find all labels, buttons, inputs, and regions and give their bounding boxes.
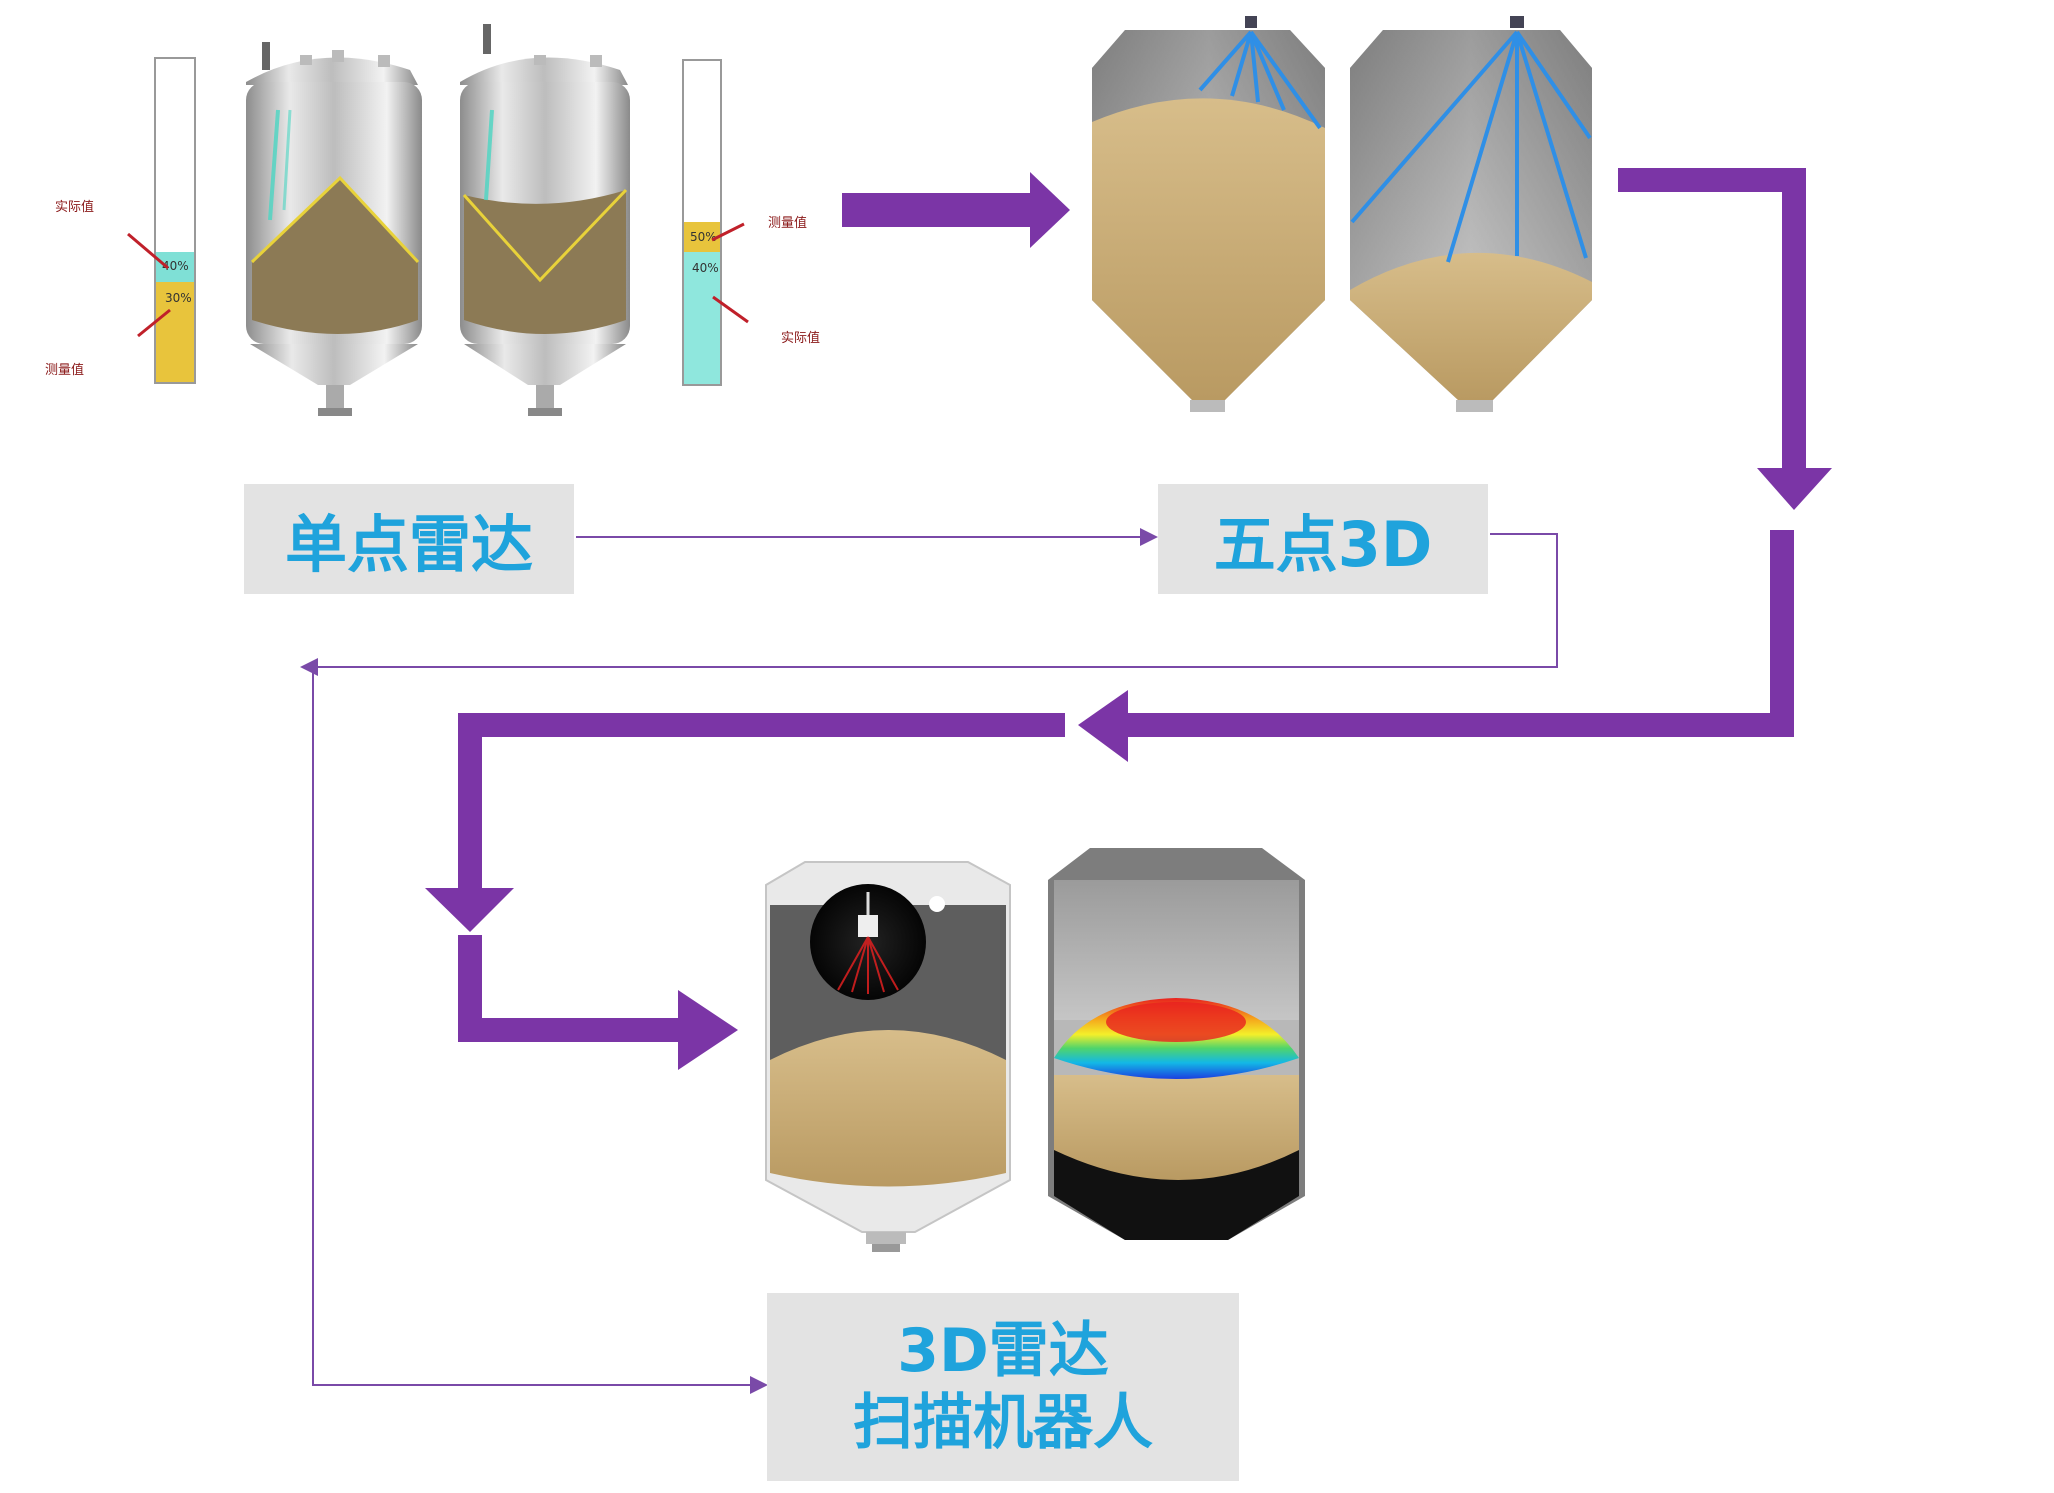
gauge-right-actual-value: 40% xyxy=(692,261,719,275)
scanner-laser-beams xyxy=(837,936,899,994)
gauge-left-measured-pointer xyxy=(137,308,171,338)
dark-silo-heatmap xyxy=(1048,848,1305,1240)
gauge-right-measured-value: 50% xyxy=(690,230,717,244)
gauge-left-actual-band xyxy=(156,252,194,282)
arrow-right-return xyxy=(1078,530,1794,762)
grey-silo-low xyxy=(1350,16,1592,412)
label-3d-radar-line2: 扫描机器人 xyxy=(853,1388,1153,1458)
arrow-left-down xyxy=(425,713,1065,932)
gauge-left-actual-label: 实际值 xyxy=(55,199,94,215)
gauge-left-measured-value: 30% xyxy=(165,291,192,305)
arrow-stage1-to-stage2 xyxy=(842,172,1070,248)
3d-scanner-illustration xyxy=(765,848,1305,1252)
connector-to-scanner xyxy=(312,667,752,1386)
five-point-3d-illustration xyxy=(1092,16,1592,412)
grey-silo-full xyxy=(1092,16,1325,412)
gauge-left-measured-label: 测量值 xyxy=(45,362,84,378)
connector-single-to-five-head xyxy=(1140,528,1158,546)
gauge-right-actual-band xyxy=(684,252,720,384)
connector-to-scanner-head xyxy=(750,1376,768,1394)
gauge-left-measured-band xyxy=(156,282,194,382)
label-single-point-radar-text: 单点雷达 xyxy=(284,508,533,581)
flow-arrows xyxy=(425,168,1832,1070)
gauge-right-measured-label: 测量值 xyxy=(768,215,807,231)
connector-five-back-head xyxy=(300,658,318,676)
white-silo-scanner xyxy=(765,861,1011,1252)
label-connectors xyxy=(312,533,1558,1386)
connector-five-back xyxy=(316,533,1558,668)
gauge-left-actual-pointer xyxy=(127,232,169,270)
label-five-point-3d-text: 五点3D xyxy=(1213,508,1433,581)
arrow-to-stage3 xyxy=(458,935,738,1070)
gauge-right-measured-pointer xyxy=(711,222,745,242)
radar-beams-low xyxy=(1350,30,1592,263)
label-3d-radar-line1: 3D雷达 xyxy=(897,1316,1109,1386)
label-single-point-radar: 单点雷达 xyxy=(244,484,574,594)
gauge-right: 50% 40% 测量值 实际值 xyxy=(682,59,820,386)
radar-beams-full xyxy=(1198,30,1322,130)
gauge-left-actual-value: 40% xyxy=(162,259,189,273)
single-point-radar-illustration: 40% 30% 实际值 测量值 xyxy=(45,24,820,416)
steel-tank-1 xyxy=(246,42,422,416)
label-3d-radar-scanner: 3D雷达 扫描机器人 xyxy=(767,1293,1239,1481)
gauge-left: 40% 30% 实际值 测量值 xyxy=(45,57,196,384)
gauge-right-actual-label: 实际值 xyxy=(781,330,820,346)
steel-tank-2 xyxy=(460,24,630,416)
gauge-right-actual-pointer xyxy=(712,295,749,324)
label-five-point-3d: 五点3D xyxy=(1158,484,1488,594)
gauge-right-measured-band xyxy=(684,222,720,252)
arrow-stage2-down-right xyxy=(1618,168,1832,510)
